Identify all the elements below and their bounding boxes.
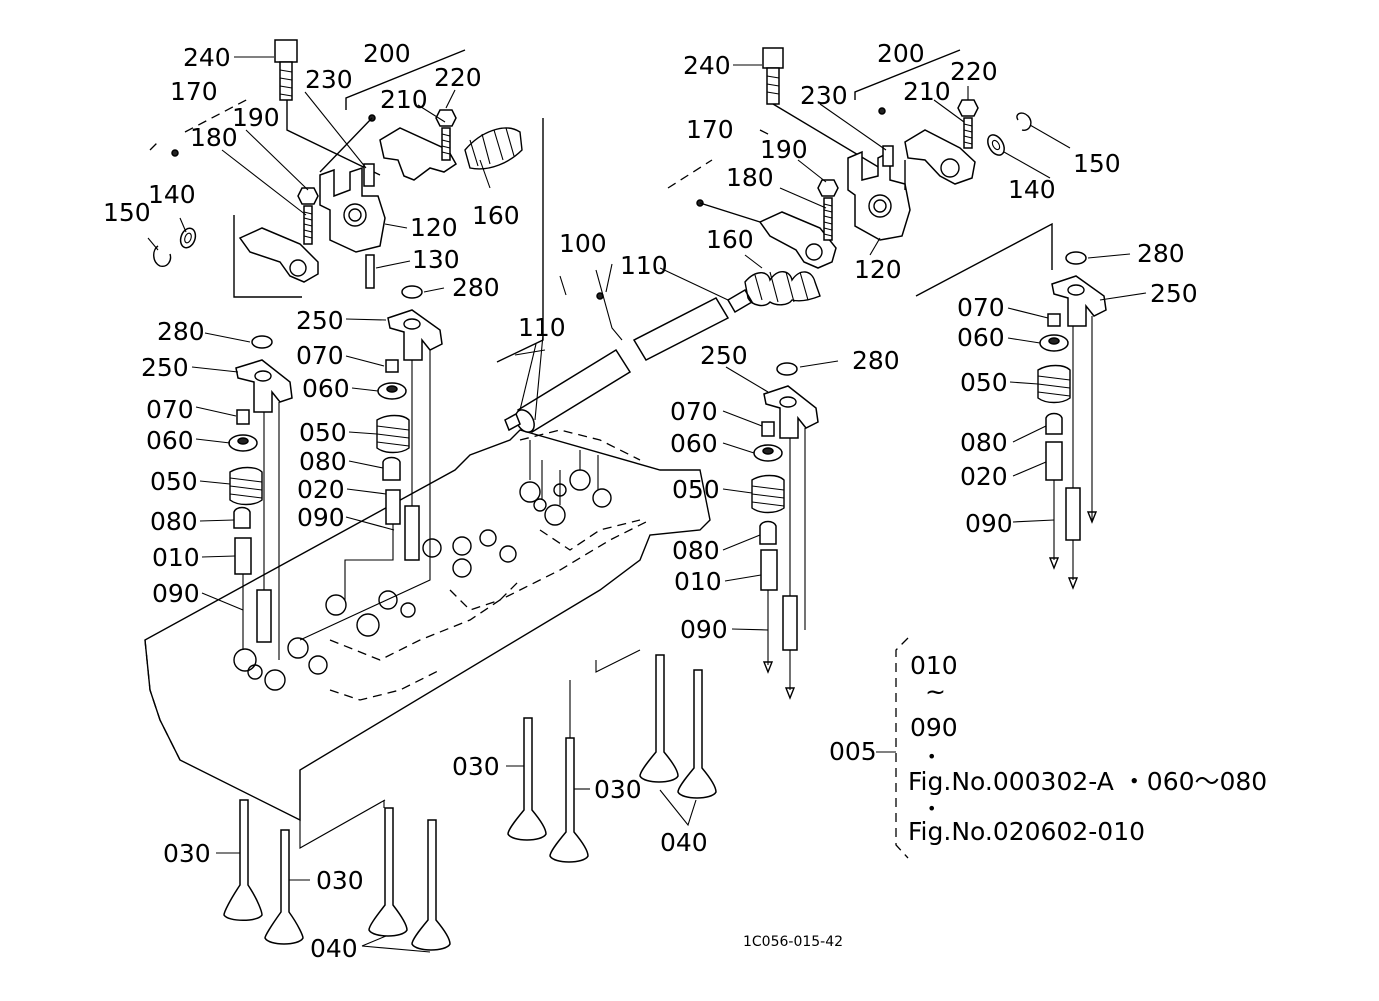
- label-160-right: 160: [706, 225, 754, 254]
- head-arrows: [529, 440, 599, 505]
- label-130: 130: [412, 245, 460, 274]
- spring-160-center: [744, 271, 821, 307]
- label-210-right: 210: [903, 77, 951, 106]
- label-280-d: 280: [1137, 239, 1185, 268]
- label-020-d: 020: [960, 462, 1008, 491]
- note-line-010: 010: [910, 651, 958, 680]
- label-220-right: 220: [950, 57, 998, 86]
- label-120-left: 120: [410, 213, 458, 242]
- label-230-left: 230: [305, 65, 353, 94]
- label-280-b: 280: [452, 273, 500, 302]
- label-050-c: 050: [672, 475, 720, 504]
- label-050-d: 050: [960, 368, 1008, 397]
- label-190-right: 190: [760, 135, 808, 164]
- figure-code: 1C056-015-42: [743, 934, 843, 950]
- label-200-left: 200: [363, 39, 411, 68]
- valve-stack-c: [751, 362, 819, 700]
- rocker-shaft-100: [504, 288, 754, 434]
- label-110-top: 110: [620, 251, 668, 280]
- valve-stack-d: [1037, 251, 1107, 590]
- note-fig-000302: Fig.No.000302-A ・060～080: [908, 767, 1267, 796]
- label-180-left: 180: [190, 123, 238, 152]
- label-240-left: 240: [183, 43, 231, 72]
- label-080-a: 080: [150, 507, 198, 536]
- note-fig-020602: Fig.No.020602-010: [908, 817, 1145, 846]
- label-150-right: 150: [1073, 149, 1121, 178]
- label-160-left: 160: [472, 201, 520, 230]
- label-010-c: 010: [674, 567, 722, 596]
- valve-stack-b: [299, 285, 443, 641]
- label-090-a: 090: [152, 579, 200, 608]
- label-220-left: 220: [434, 63, 482, 92]
- label-070-b: 070: [296, 341, 344, 370]
- label-030-c1: 030: [452, 752, 500, 781]
- cylinder-head: [144, 429, 711, 822]
- label-090-b: 090: [297, 503, 345, 532]
- label-280-c: 280: [852, 346, 900, 375]
- label-030-a2: 030: [316, 866, 364, 895]
- label-070-a: 070: [146, 395, 194, 424]
- label-250-d: 250: [1150, 279, 1198, 308]
- left-rocker-assembly: [149, 39, 544, 363]
- label-150-left: 150: [103, 198, 151, 227]
- leader-lines: [147, 56, 1147, 953]
- label-140-left: 140: [148, 180, 196, 209]
- right-rocker-assembly: [667, 47, 1053, 297]
- label-230-right: 230: [800, 81, 848, 110]
- label-070-d: 070: [957, 293, 1005, 322]
- note-dot-2: •: [927, 799, 936, 818]
- label-200-right: 200: [877, 39, 925, 68]
- label-050-b: 050: [299, 418, 347, 447]
- label-030-a1: 030: [163, 839, 211, 868]
- valve-stack-a: [228, 335, 293, 660]
- label-210-left: 210: [380, 85, 428, 114]
- label-100: 100: [559, 229, 607, 258]
- note-box: [876, 637, 909, 859]
- label-080-b: 080: [299, 447, 347, 476]
- valves: [223, 654, 717, 951]
- label-030-c2: 030: [594, 775, 642, 804]
- label-080-c: 080: [672, 536, 720, 565]
- note-text: 010 ~ 090 • Fig.No.000302-A ・060～080 • F…: [908, 651, 1267, 846]
- label-090-d: 090: [965, 509, 1013, 538]
- label-180-right: 180: [726, 163, 774, 192]
- label-080-d: 080: [960, 428, 1008, 457]
- label-120-right: 120: [854, 255, 902, 284]
- label-060-a: 060: [146, 426, 194, 455]
- label-090-c: 090: [680, 615, 728, 644]
- note-tilde: ~: [925, 677, 946, 706]
- label-280-a: 280: [157, 317, 205, 346]
- label-060-c: 060: [670, 429, 718, 458]
- label-050-a: 050: [150, 467, 198, 496]
- note-dot-1: •: [927, 747, 936, 766]
- label-010-a: 010: [152, 543, 200, 572]
- part-labels: 240 200 230 220 210 170 190 180 160 140 …: [103, 39, 1198, 963]
- label-040-a: 040: [310, 934, 358, 963]
- label-170-right: 170: [686, 115, 734, 144]
- label-250-b: 250: [296, 306, 344, 335]
- label-060-b: 060: [302, 374, 350, 403]
- label-060-d: 060: [957, 323, 1005, 352]
- label-040-c: 040: [660, 828, 708, 857]
- label-110-bottom: 110: [518, 313, 566, 342]
- label-140-right: 140: [1008, 175, 1056, 204]
- label-020-b: 020: [297, 475, 345, 504]
- label-170-left: 170: [170, 77, 218, 106]
- label-070-c: 070: [670, 397, 718, 426]
- note-line-090: 090: [910, 713, 958, 742]
- label-190-left: 190: [232, 103, 280, 132]
- label-005: 005: [829, 737, 877, 766]
- label-240-right: 240: [683, 51, 731, 80]
- label-250-a: 250: [141, 353, 189, 382]
- label-250-c: 250: [700, 341, 748, 370]
